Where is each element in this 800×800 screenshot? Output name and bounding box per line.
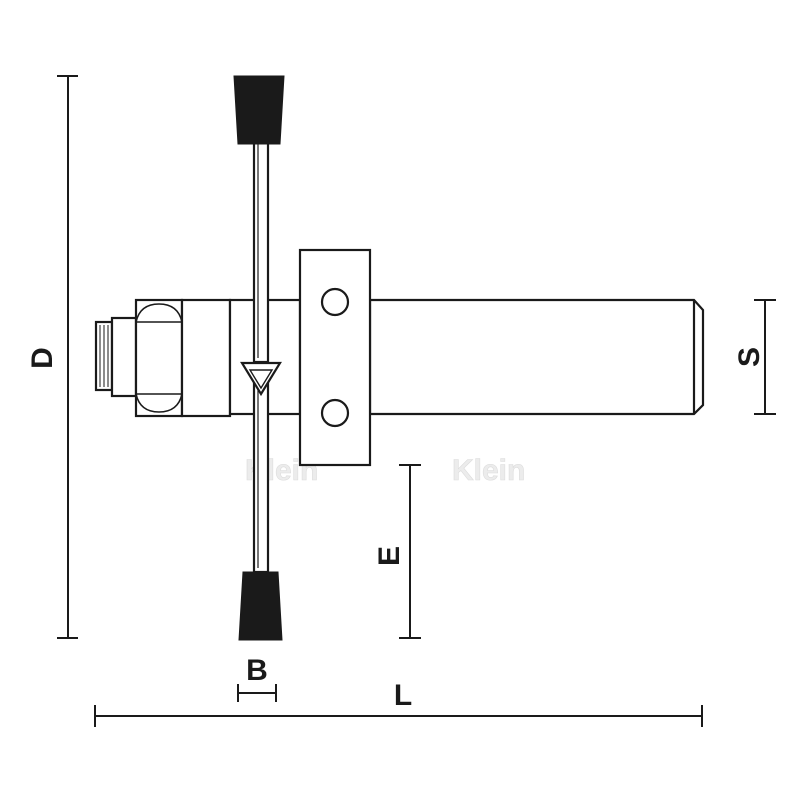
dim-b-label: B	[246, 654, 268, 687]
carbide-tip-top	[233, 75, 285, 145]
screw-hole-top	[320, 287, 350, 317]
dim-d-label: D	[26, 347, 59, 369]
slot-blade-upper	[252, 124, 270, 364]
carbide-tips	[233, 75, 285, 641]
router-bit	[94, 124, 705, 574]
carbide-tip-bottom	[238, 571, 283, 641]
shank	[368, 298, 705, 416]
dim-s-label: S	[733, 347, 766, 367]
watermark-5: Klein	[452, 454, 525, 487]
dimension-labels: D S E B L	[26, 347, 766, 712]
thread-collar	[110, 316, 138, 398]
spacer	[180, 298, 232, 418]
screw-hole-bottom	[320, 398, 350, 428]
dimension-lines	[57, 75, 776, 727]
slot-blade-lower	[252, 382, 270, 574]
dim-e-label: E	[373, 546, 406, 566]
hex-nut	[134, 298, 184, 418]
cutter-body	[298, 248, 372, 467]
dim-l-label: L	[394, 679, 412, 712]
